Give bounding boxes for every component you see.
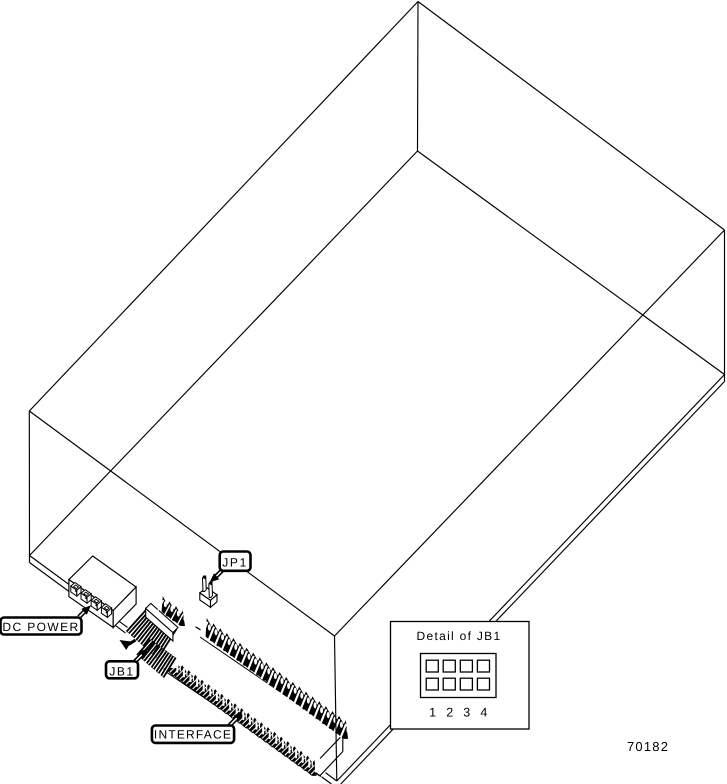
svg-text:JB1: JB1 — [109, 664, 134, 678]
svg-text:4: 4 — [480, 706, 487, 720]
svg-text:2: 2 — [446, 706, 453, 720]
svg-text:Detail of JB1: Detail of JB1 — [417, 629, 502, 643]
svg-text:INTERFACE: INTERFACE — [154, 728, 232, 742]
svg-text:DC POWER: DC POWER — [2, 620, 79, 634]
svg-text:JP1: JP1 — [222, 556, 248, 570]
svg-text:1: 1 — [429, 706, 436, 720]
svg-text:70182: 70182 — [627, 739, 669, 754]
svg-text:3: 3 — [463, 706, 470, 720]
